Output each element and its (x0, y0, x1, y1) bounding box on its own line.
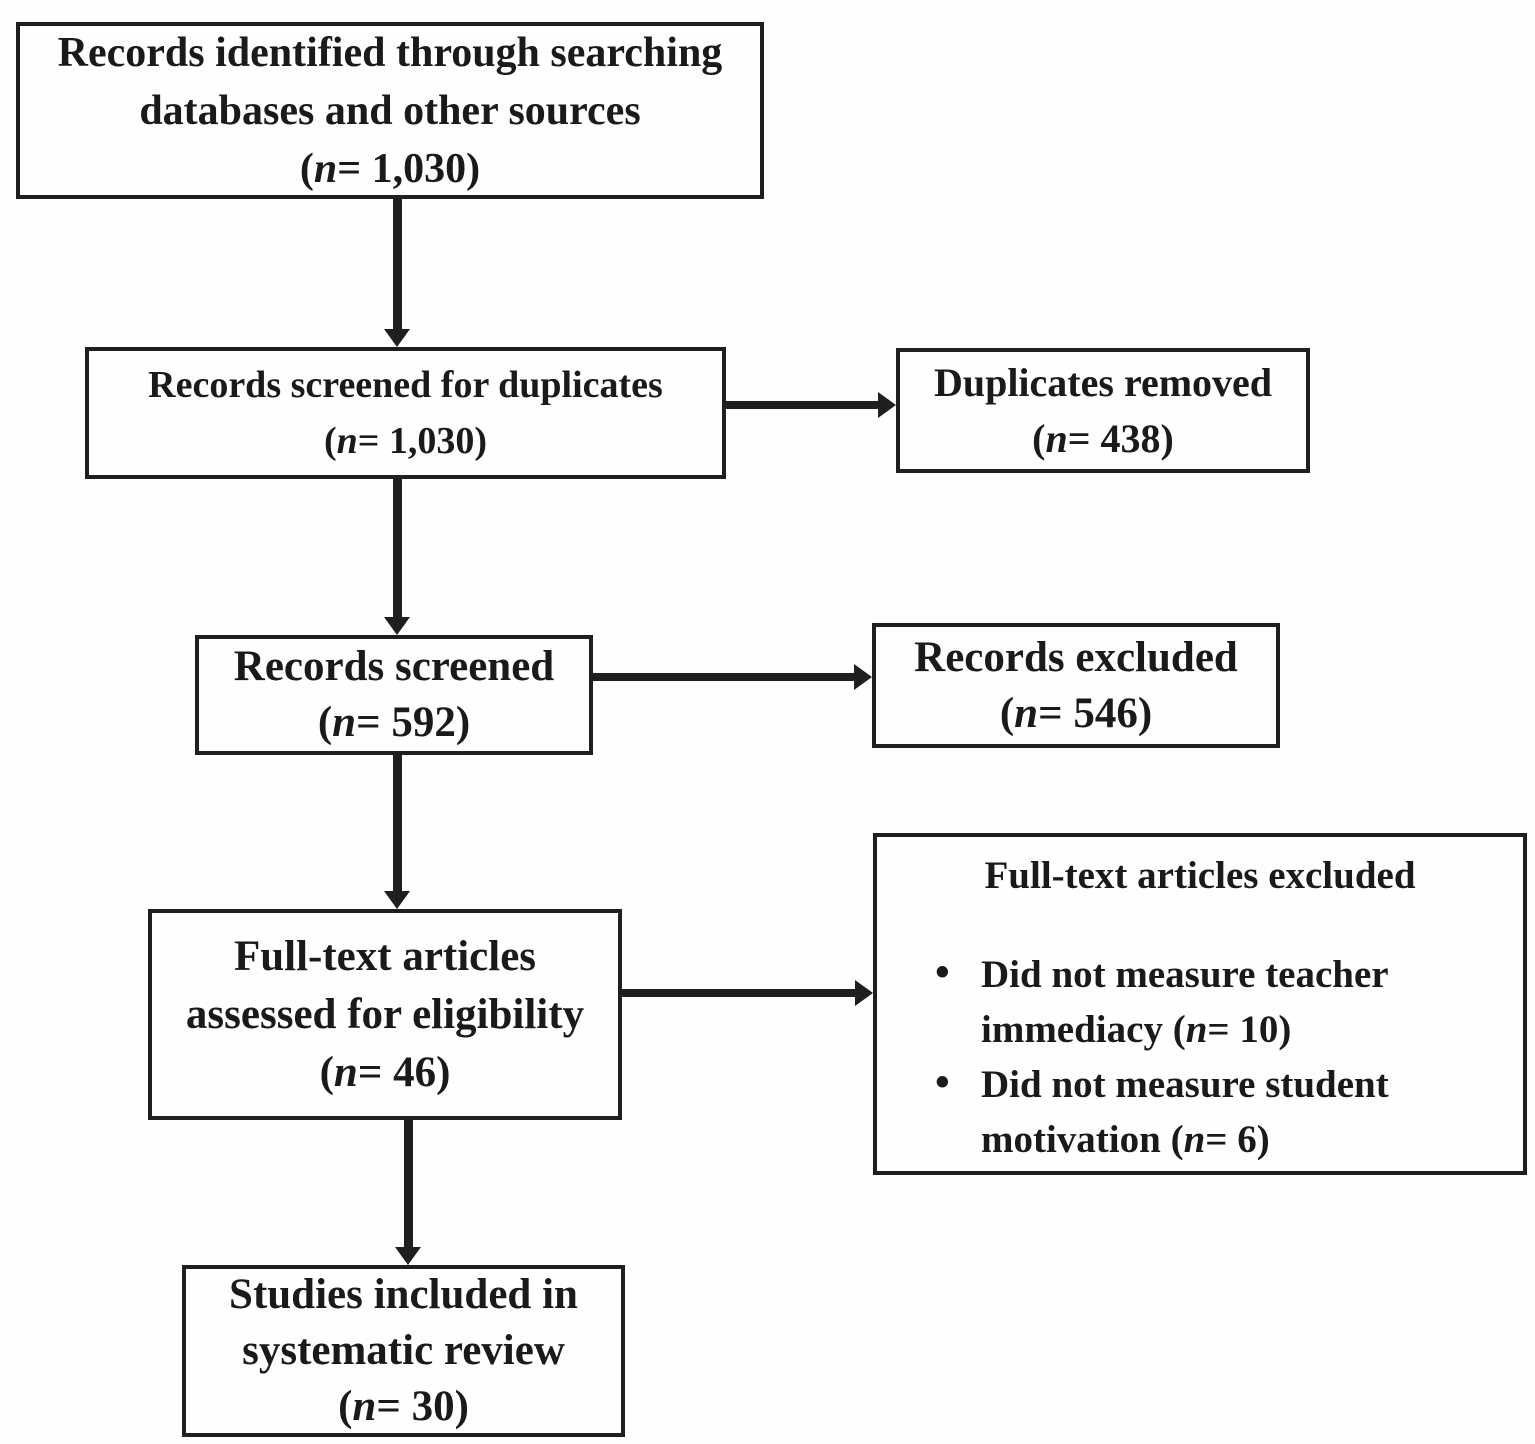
count-pre: ( (338, 1383, 353, 1430)
box-records-identified: Records identified through searching dat… (16, 22, 764, 199)
arrow-records-screened-to-fulltext-assessed (393, 755, 402, 893)
box-text-line: Duplicates removed (933, 359, 1273, 405)
box-fulltext-excluded: Full-text articles excluded • Did not mea… (873, 833, 1527, 1175)
excluded-reason-text: Did not measure student motivation (n= 6… (981, 1057, 1481, 1167)
box-studies-included: Studies included in systematic review (n… (182, 1265, 625, 1437)
bullet-icon: • (935, 950, 950, 996)
arrow-to-fulltext-excluded (622, 989, 855, 997)
excluded-reason-item: • Did not measure teacher immediacy (n= 1… (935, 947, 1523, 1057)
box-text-line: systematic review (242, 1327, 565, 1374)
box-text-line: assessed for eligibility (185, 990, 585, 1038)
reason-pre: Did not measure student motivation ( (981, 1063, 1389, 1161)
arrow-to-duplicates-removed (726, 401, 878, 409)
arrowhead-down-icon (395, 1247, 421, 1265)
count-n: n (1183, 1118, 1206, 1161)
box-text-line: Full-text articles (233, 932, 537, 980)
arrow-fulltext-assessed-to-included (404, 1120, 413, 1249)
count-line: (n= 30) (338, 1379, 469, 1435)
count-line: (n= 1,030) (300, 140, 480, 198)
box-text-line: Records screened for duplicates (148, 364, 663, 406)
count-rest: = 1,030) (357, 420, 488, 462)
box-duplicates-removed: Duplicates removed (n= 438) (896, 348, 1310, 473)
count-pre: ( (999, 689, 1015, 737)
count-pre: ( (299, 145, 314, 192)
count-n: n (352, 1383, 377, 1430)
count-pre: ( (323, 420, 337, 462)
count-line: (n= 592) (318, 695, 470, 751)
arrowhead-down-icon (384, 891, 410, 909)
count-rest: = 1,030) (337, 145, 481, 192)
count-rest: = 438) (1067, 415, 1174, 461)
count-rest: = 6) (1205, 1118, 1270, 1161)
excluded-reason-text: Did not measure teacher immediacy (n= 10… (981, 947, 1481, 1057)
count-n: n (333, 1048, 358, 1096)
arrowhead-down-icon (384, 617, 410, 635)
box-text-line: Records excluded (914, 633, 1238, 681)
count-rest: = 46) (357, 1048, 451, 1096)
arrow-identified-to-screened-duplicates (393, 199, 402, 331)
count-n: n (1014, 689, 1039, 737)
bullet-icon: • (935, 1060, 950, 1106)
count-line: (n= 546) (1000, 686, 1152, 742)
count-n: n (1185, 1008, 1208, 1051)
box-records-screened-for-duplicates: Records screened for duplicates (n= 1,03… (85, 347, 726, 479)
box-text-line: Records screened (233, 643, 555, 690)
box-records-excluded: Records excluded (n= 546) (872, 623, 1280, 748)
count-n: n (336, 420, 358, 462)
box-records-screened: Records screened (n= 592) (195, 635, 593, 755)
box-text-line: Records identified through searching (57, 29, 723, 76)
count-rest: = 546) (1038, 689, 1153, 737)
count-n: n (313, 145, 338, 192)
arrowhead-right-icon (878, 392, 896, 418)
box-text-line: Studies included in (229, 1271, 578, 1318)
count-n: n (1045, 415, 1068, 461)
count-n: n (332, 699, 357, 746)
count-line: (n= 1,030) (324, 413, 487, 469)
excluded-reasons-list: •Did not measure teacher immediacy (n= 1… (877, 947, 1523, 1167)
count-line: (n= 438) (1032, 411, 1174, 467)
count-pre: ( (1032, 415, 1046, 461)
reason-pre: Did not measure teacher immediacy ( (981, 953, 1388, 1051)
arrow-screened-duplicates-to-records-screened (393, 479, 402, 619)
count-rest: = 30) (376, 1383, 469, 1430)
arrowhead-down-icon (384, 329, 410, 347)
excluded-reason-item: • Did not measure student motivation (n= … (935, 1057, 1523, 1167)
arrowhead-right-icon (854, 664, 872, 690)
count-rest: = 592) (356, 699, 471, 746)
arrowhead-right-icon (855, 980, 873, 1006)
box-title: Full-text articles excluded (984, 854, 1416, 897)
count-line: (n= 46) (320, 1044, 451, 1102)
arrow-to-records-excluded (593, 673, 854, 681)
count-pre: ( (317, 699, 333, 746)
box-text-line: databases and other sources (139, 87, 641, 134)
count-rest: = 10) (1207, 1008, 1292, 1051)
box-fulltext-assessed: Full-text articles assessed for eligibil… (148, 909, 622, 1120)
count-pre: ( (319, 1048, 334, 1096)
